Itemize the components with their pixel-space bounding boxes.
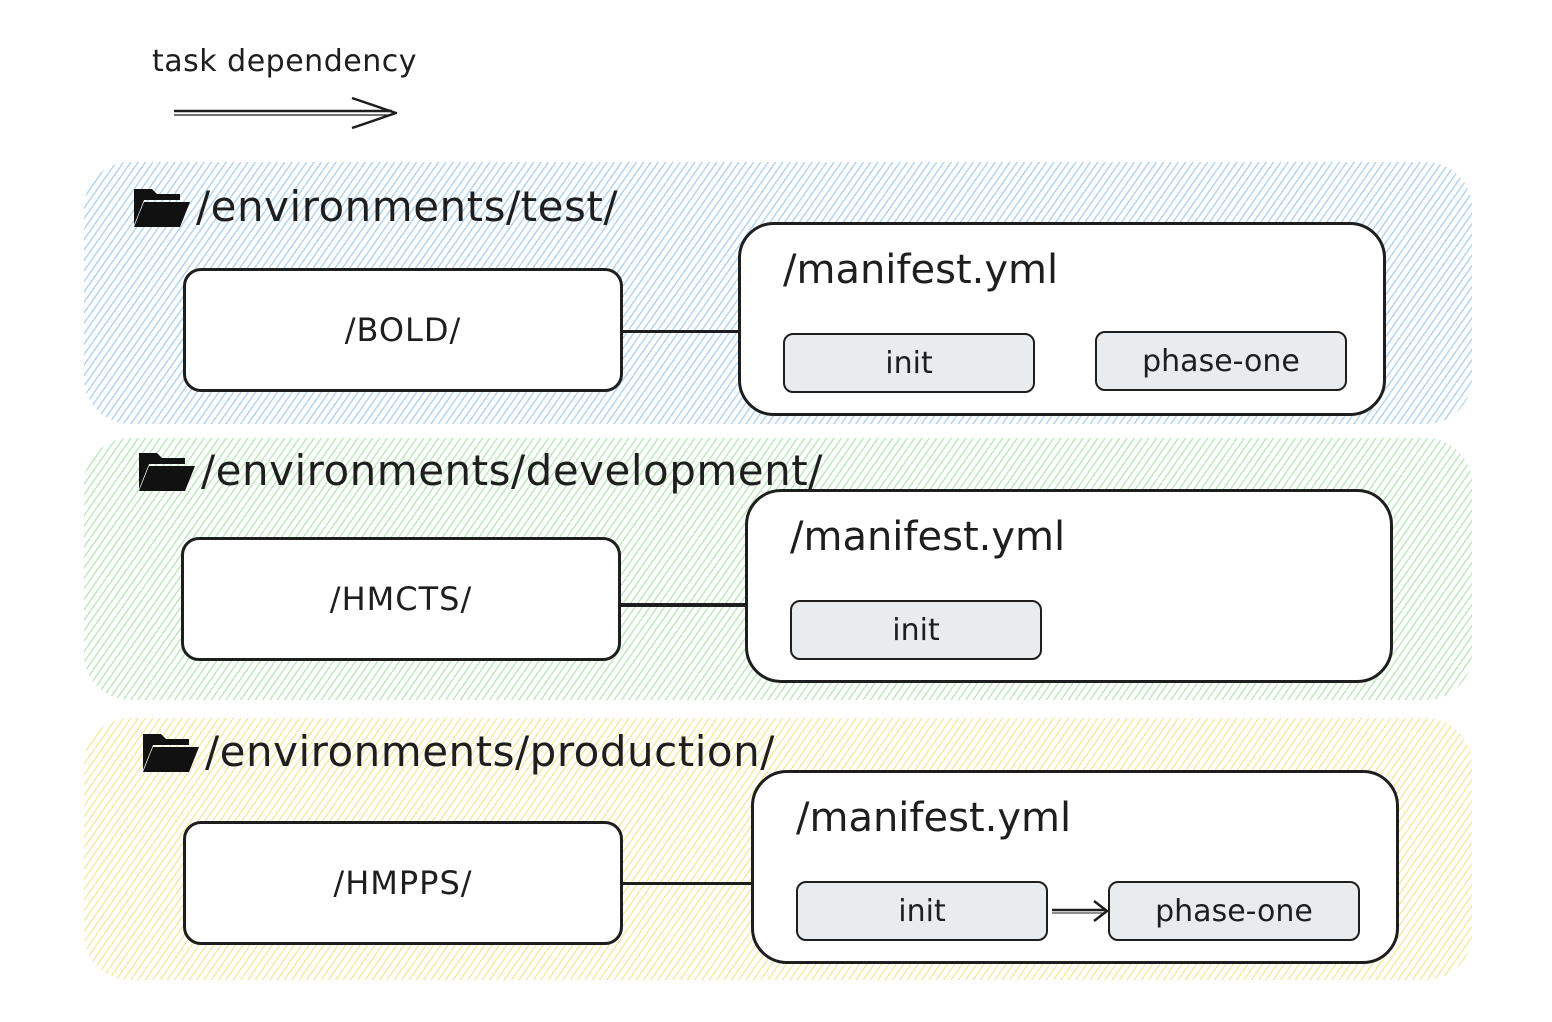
org-label: /BOLD/	[344, 311, 462, 349]
folder-icon	[143, 733, 199, 772]
task-label: init	[892, 612, 940, 648]
org-box-hmcts: /HMCTS/	[181, 537, 621, 661]
task-label: phase-one	[1142, 343, 1300, 379]
environment-header-test: /environments/test/	[132, 182, 618, 231]
org-box-bold: /BOLD/	[183, 268, 623, 392]
folder-icon	[134, 188, 190, 227]
manifest-box-production: /manifest.yml init phase-one	[751, 770, 1399, 964]
environment-path: /environments/development/	[201, 446, 823, 495]
task-init: init	[783, 333, 1035, 393]
dependency-arrow-icon	[1052, 900, 1109, 922]
task-init: init	[796, 881, 1048, 941]
task-label: init	[898, 893, 946, 929]
folder-icon	[139, 452, 195, 491]
manifest-title: /manifest.yml	[790, 514, 1066, 560]
task-phase-one: phase-one	[1108, 881, 1360, 941]
environment-path: /environments/production/	[205, 727, 775, 776]
manifest-title: /manifest.yml	[783, 247, 1059, 293]
org-label: /HMCTS/	[329, 580, 473, 618]
environment-header-production: /environments/production/	[141, 727, 775, 776]
task-label: init	[885, 345, 933, 381]
org-manifest-connector	[620, 330, 744, 333]
org-manifest-connector	[618, 603, 748, 607]
org-label: /HMPPS/	[333, 864, 473, 902]
legend-arrow-icon	[174, 96, 398, 130]
task-label: phase-one	[1155, 893, 1313, 929]
environment-header-development: /environments/development/	[137, 446, 823, 495]
task-phase-one: phase-one	[1095, 331, 1347, 391]
environment-path: /environments/test/	[196, 182, 618, 231]
manifest-title: /manifest.yml	[796, 795, 1072, 841]
legend-label: task dependency	[152, 44, 417, 79]
org-box-hmpps: /HMPPS/	[183, 821, 623, 945]
manifest-box-development: /manifest.yml init	[745, 489, 1393, 683]
task-init: init	[790, 600, 1042, 660]
manifest-box-test: /manifest.yml init phase-one	[738, 222, 1386, 416]
org-manifest-connector	[622, 882, 752, 885]
